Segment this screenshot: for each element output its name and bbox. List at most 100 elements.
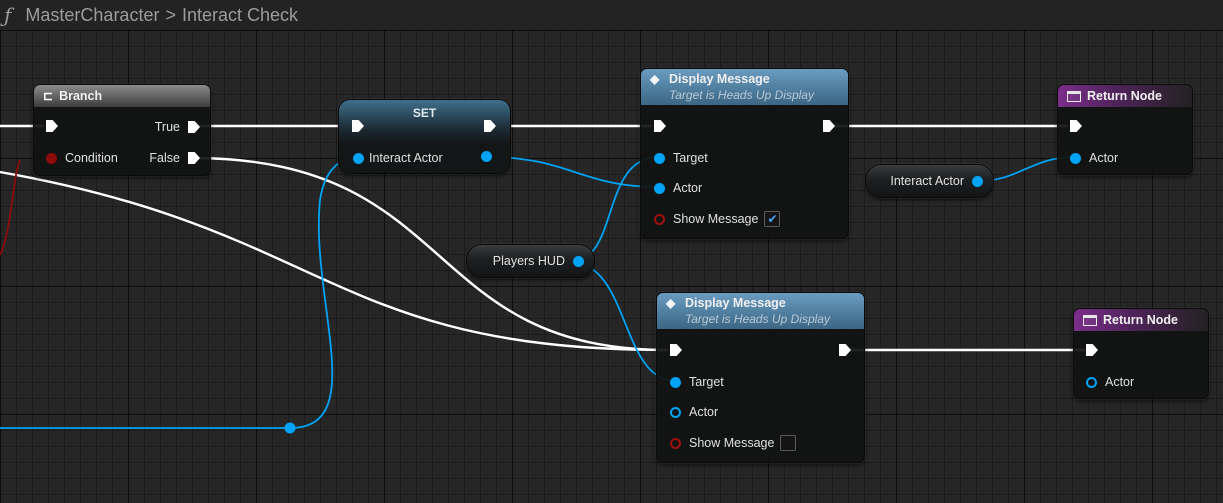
wire-reroute-point xyxy=(284,422,296,434)
branch-condition-label: Condition xyxy=(65,151,118,165)
object-pin-icon xyxy=(353,152,364,164)
object-pin-icon xyxy=(1070,152,1081,164)
display-message-2-target-pin[interactable]: Target xyxy=(670,375,724,389)
bool-pin-icon xyxy=(46,152,57,164)
interact-actor-variable-node[interactable]: Interact Actor xyxy=(865,164,994,198)
bool-pin-icon xyxy=(670,437,681,449)
exec-pin-icon xyxy=(670,344,682,356)
return-node-1-actor-pin[interactable]: Actor xyxy=(1070,151,1118,165)
branch-node[interactable]: ⊏ Branch True Condition False xyxy=(33,84,211,176)
exec-pin-icon xyxy=(839,344,851,356)
display-message-2-exec-in[interactable] xyxy=(670,344,682,356)
bool-pin-icon xyxy=(654,213,665,225)
exec-pin-icon xyxy=(352,120,364,132)
set-node[interactable]: SET Interact Actor xyxy=(338,99,511,174)
function-icon: ƒ xyxy=(4,3,12,27)
object-pin-icon[interactable] xyxy=(573,255,584,267)
set-interact-actor-label: Interact Actor xyxy=(369,151,443,165)
object-pin-icon xyxy=(481,151,492,162)
exec-pin-icon xyxy=(46,120,58,132)
display-message-1-target-label: Target xyxy=(673,151,708,165)
exec-pin-icon xyxy=(1086,344,1098,356)
branch-false-label: False xyxy=(149,151,180,165)
return-node-1-title: Return Node xyxy=(1087,89,1162,103)
set-exec-out[interactable] xyxy=(484,120,496,132)
exec-pin-icon xyxy=(1070,120,1082,132)
return-icon xyxy=(1083,314,1097,326)
branch-false-pin[interactable]: False xyxy=(149,151,200,165)
display-message-2-subtitle: Target is Heads Up Display xyxy=(685,312,830,326)
exec-pin-icon xyxy=(484,120,496,132)
return-node-2-title: Return Node xyxy=(1103,313,1178,327)
breadcrumb-item-interact-check[interactable]: Interact Check xyxy=(181,4,299,25)
branch-node-title: Branch xyxy=(59,89,103,103)
show-message-checkbox-checked[interactable]: ✔ xyxy=(764,211,781,227)
return-node-2-actor-pin[interactable]: Actor xyxy=(1086,375,1134,389)
branch-node-header[interactable]: ⊏ Branch xyxy=(34,85,210,107)
display-message-1-subtitle: Target is Heads Up Display xyxy=(669,88,814,102)
object-pin-icon xyxy=(654,182,665,194)
function-diamond-icon: ◈ xyxy=(666,296,676,310)
exec-pin-icon xyxy=(188,121,200,133)
set-exec-in[interactable] xyxy=(352,120,364,132)
exec-wire-branch-false-display2 xyxy=(195,156,669,352)
display-message-2-actor-label: Actor xyxy=(689,405,719,419)
display-message-2-actor-pin[interactable]: Actor xyxy=(670,405,718,419)
display-message-node-2[interactable]: ◈ Display Message Target is Heads Up Dis… xyxy=(656,292,865,463)
return-node-2-exec-in[interactable] xyxy=(1086,344,1098,356)
breadcrumb-item-mastercharacter[interactable]: MasterCharacter xyxy=(25,4,160,25)
object-pin-icon xyxy=(670,376,681,388)
return-node-1[interactable]: Return Node Actor xyxy=(1057,84,1193,175)
return-node-1-header[interactable]: Return Node xyxy=(1058,85,1192,107)
display-message-2-exec-out[interactable] xyxy=(839,344,851,356)
display-message-2-title: Display Message xyxy=(685,296,786,310)
set-interact-actor-out[interactable] xyxy=(481,151,492,162)
set-interact-actor-in[interactable]: Interact Actor xyxy=(353,151,443,165)
exec-pin-icon xyxy=(823,120,835,132)
display-message-1-exec-out[interactable] xyxy=(823,120,835,132)
object-pin-icon xyxy=(670,406,681,418)
exec-wire-left-display2 xyxy=(0,170,669,352)
function-diamond-icon: ◈ xyxy=(650,72,660,86)
players-hud-variable-label: Players HUD xyxy=(492,254,565,268)
show-message-checkbox-unchecked[interactable] xyxy=(780,435,797,451)
branch-exec-in[interactable] xyxy=(46,120,58,132)
object-pin-icon[interactable] xyxy=(972,175,983,187)
return-icon xyxy=(1067,90,1081,102)
branch-icon: ⊏ xyxy=(43,89,54,103)
branch-condition-pin[interactable]: Condition xyxy=(46,151,118,165)
object-pin-icon xyxy=(1086,376,1097,388)
display-message-1-show-message-pin[interactable]: Show Message ✔ xyxy=(654,211,781,227)
display-message-1-header[interactable]: ◈ Display Message Target is Heads Up Dis… xyxy=(641,69,848,105)
return-node-1-exec-in[interactable] xyxy=(1070,120,1082,132)
display-message-1-exec-in[interactable] xyxy=(654,120,666,132)
display-message-node-1[interactable]: ◈ Display Message Target is Heads Up Dis… xyxy=(640,68,849,239)
breadcrumb-separator: > xyxy=(165,4,176,25)
display-message-2-header[interactable]: ◈ Display Message Target is Heads Up Dis… xyxy=(657,293,864,329)
branch-true-label: True xyxy=(154,120,180,134)
display-message-1-title: Display Message xyxy=(669,72,770,86)
display-message-1-actor-pin[interactable]: Actor xyxy=(654,181,702,195)
return-node-2-actor-label: Actor xyxy=(1105,375,1135,389)
data-wire-left-to-set xyxy=(0,156,359,429)
exec-pin-icon xyxy=(188,152,200,164)
display-message-2-show-message-pin[interactable]: Show Message xyxy=(670,435,797,451)
display-message-1-show-message-label: Show Message xyxy=(673,212,759,226)
display-message-2-show-message-label: Show Message xyxy=(689,436,775,450)
return-node-2[interactable]: Return Node Actor xyxy=(1073,308,1209,399)
display-message-1-target-pin[interactable]: Target xyxy=(654,151,708,165)
return-node-2-header[interactable]: Return Node xyxy=(1074,309,1208,331)
set-node-title: SET xyxy=(412,106,437,120)
exec-pin-icon xyxy=(654,120,666,132)
bool-wire-condition xyxy=(0,159,21,256)
branch-true-pin[interactable]: True xyxy=(155,120,200,134)
breadcrumb: ƒ MasterCharacter > Interact Check xyxy=(0,0,1223,30)
return-node-1-actor-label: Actor xyxy=(1089,151,1119,165)
display-message-1-actor-label: Actor xyxy=(673,181,703,195)
object-pin-icon xyxy=(654,152,665,164)
display-message-2-target-label: Target xyxy=(689,375,724,389)
players-hud-variable-node[interactable]: Players HUD xyxy=(466,244,595,278)
interact-actor-variable-label: Interact Actor xyxy=(890,174,964,188)
data-wire-set-out-display1-actor xyxy=(486,156,660,188)
